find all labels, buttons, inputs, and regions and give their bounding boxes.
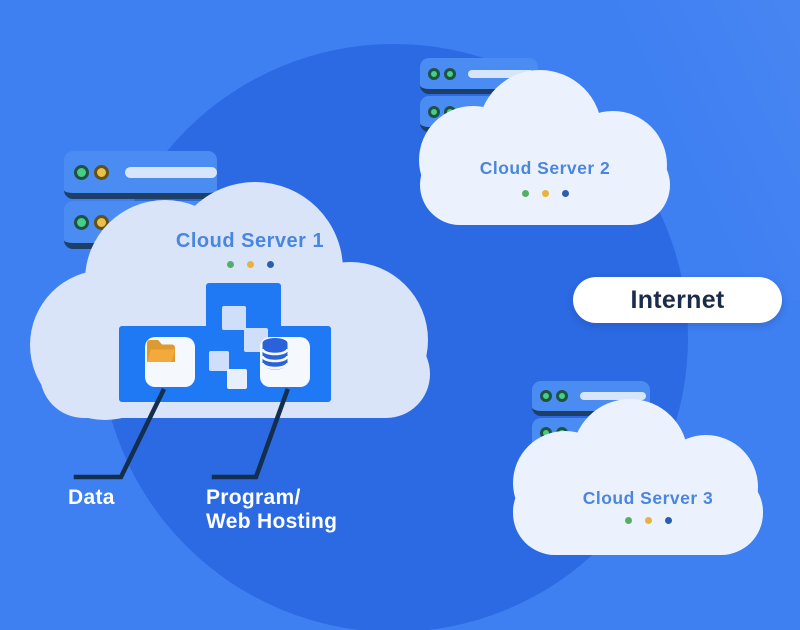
- led-green-icon: [540, 390, 552, 402]
- cloud-server-1-title: Cloud Server 1: [175, 230, 325, 252]
- internet-label: Internet: [630, 285, 725, 314]
- pixel-square-icon: [209, 351, 229, 371]
- program-label-line2: Web Hosting: [206, 510, 338, 533]
- led-green-icon: [74, 214, 89, 230]
- cloud-server-3-title: Cloud Server 3: [582, 488, 714, 508]
- cloud-icon: [419, 70, 670, 225]
- led-green-icon: [428, 105, 440, 118]
- cloud-server-2-group: Cloud Server 2: [415, 60, 675, 230]
- rack-vent-bar: [125, 166, 217, 178]
- led-amber-icon: [94, 164, 109, 180]
- pixel-square-icon: [227, 369, 247, 389]
- database-icon: [261, 338, 289, 370]
- internet-badge: Internet: [573, 277, 782, 323]
- status-dot-green-icon: [521, 190, 529, 197]
- rack-vent-bar: [468, 69, 534, 78]
- hosting-tile: [260, 337, 310, 387]
- cloud-server-1-group: Cloud Server 1: [25, 180, 430, 425]
- cloud-icon: [513, 399, 763, 555]
- data-tile: [145, 337, 195, 387]
- status-dot-amber-icon: [541, 190, 549, 197]
- data-label: Data: [68, 486, 115, 509]
- led-green-icon: [444, 67, 456, 80]
- led-amber-icon: [94, 214, 109, 230]
- cloud-server-3-group: Cloud Server 3: [508, 395, 768, 560]
- led-green-icon: [74, 164, 89, 180]
- led-green-icon: [556, 390, 568, 402]
- status-dot-blue-icon: [561, 190, 569, 197]
- status-dot-green-icon: [624, 517, 632, 524]
- status-dots: [130, 261, 370, 268]
- folder-icon: [147, 340, 175, 362]
- status-dots: [528, 517, 768, 524]
- status-dot-amber-icon: [246, 261, 254, 268]
- status-dot-green-icon: [226, 261, 234, 268]
- pixel-square-icon: [222, 306, 246, 330]
- program-web-hosting-label: Program/ Web Hosting: [206, 486, 337, 534]
- cloud-server-2-title: Cloud Server 2: [479, 158, 611, 178]
- rack-unit: [64, 151, 217, 199]
- status-dots: [425, 190, 665, 197]
- data-center-building-icon: [119, 283, 331, 402]
- led-green-icon: [428, 67, 440, 80]
- status-dot-amber-icon: [644, 517, 652, 524]
- status-dot-blue-icon: [664, 517, 672, 524]
- program-label-line1: Program/: [206, 486, 301, 509]
- status-dot-blue-icon: [266, 261, 274, 268]
- rack-vent-bar: [580, 392, 646, 400]
